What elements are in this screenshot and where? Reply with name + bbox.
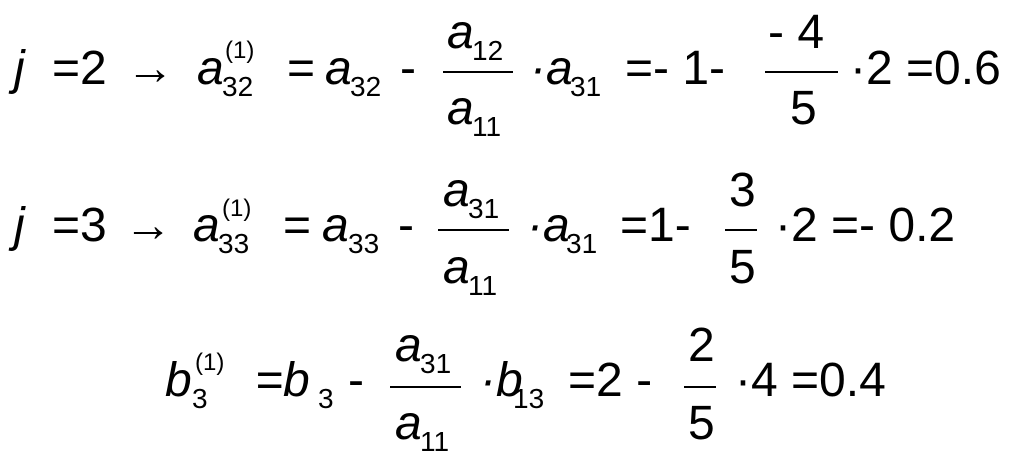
minus: - xyxy=(398,199,414,252)
lhs-subscript: 33 xyxy=(218,228,250,259)
fraction-numerator-subscript: 12 xyxy=(472,35,504,66)
lhs-var: a xyxy=(197,42,224,95)
fraction-numerator: a xyxy=(447,6,474,59)
minus: - xyxy=(348,354,364,407)
numeric-fraction-bar xyxy=(684,386,716,388)
equals-term: =b xyxy=(255,354,310,407)
multiplier-var: ·a xyxy=(527,199,570,252)
fraction-bar xyxy=(443,71,513,73)
numeric-lhs: =- 1- xyxy=(625,42,726,95)
numeric-fraction-denominator: 5 xyxy=(790,82,817,135)
numeric-fraction-numerator: 2 xyxy=(688,319,715,372)
var-j: j xyxy=(14,42,25,95)
arrow-symbol: → xyxy=(124,199,172,252)
multiplier-var: ·b xyxy=(480,354,523,407)
lhs-var: b xyxy=(165,354,192,407)
numeric-lhs: =1- xyxy=(620,199,691,252)
fraction-numerator: a xyxy=(395,319,422,372)
lhs-superscript: (1) xyxy=(195,349,225,376)
fraction-denominator-subscript: 11 xyxy=(472,111,502,142)
var-j: j xyxy=(14,199,25,252)
fraction-numerator: a xyxy=(443,164,470,217)
result: ·2 =0.6 xyxy=(850,42,1001,95)
lhs-subscript: 3 xyxy=(192,383,208,414)
numeric-fraction-bar xyxy=(725,229,757,231)
lhs-var: a xyxy=(193,199,220,252)
fraction-numerator-subscript: 31 xyxy=(468,193,500,224)
term-subscript: 33 xyxy=(348,228,380,259)
numeric-fraction-numerator: 3 xyxy=(729,164,756,217)
numeric-fraction-bar xyxy=(765,71,838,73)
multiplier-var: ·a xyxy=(530,42,573,95)
term-var: a xyxy=(322,199,349,252)
term-var: a xyxy=(325,42,352,95)
minus: - xyxy=(400,42,416,95)
equals: = xyxy=(287,42,316,95)
numeric-fraction-denominator: 5 xyxy=(688,397,715,450)
fraction-bar xyxy=(438,229,509,231)
multiplier-subscript: 31 xyxy=(570,71,602,102)
lhs-subscript: 32 xyxy=(222,71,254,102)
fraction-denominator-subscript: 11 xyxy=(468,270,498,301)
fraction-denominator: a xyxy=(395,397,422,450)
numeric-fraction-denominator: 5 xyxy=(729,241,756,294)
multiplier-subscript: 13 xyxy=(513,383,545,414)
fraction-bar xyxy=(390,386,461,388)
multiplier-subscript: 31 xyxy=(566,228,598,259)
term-subscript: 3 xyxy=(318,383,334,414)
result: ·2 =- 0.2 xyxy=(775,199,956,252)
numeric-fraction-numerator: - 4 xyxy=(768,6,825,59)
fraction-numerator-subscript: 31 xyxy=(420,348,452,379)
result: ·4 =0.4 xyxy=(735,354,886,407)
lhs-superscript: (1) xyxy=(222,195,252,222)
arrow-symbol: → xyxy=(126,42,174,95)
equals: = xyxy=(283,199,312,252)
fraction-denominator: a xyxy=(447,82,474,135)
term-subscript: 32 xyxy=(350,71,382,102)
index-value: =3 xyxy=(52,199,107,252)
fraction-denominator: a xyxy=(443,241,470,294)
index-value: =2 xyxy=(52,42,107,95)
fraction-denominator-subscript: 11 xyxy=(420,426,450,457)
lhs-superscript: (1) xyxy=(225,37,255,64)
numeric-lhs: =2 - xyxy=(568,354,653,407)
